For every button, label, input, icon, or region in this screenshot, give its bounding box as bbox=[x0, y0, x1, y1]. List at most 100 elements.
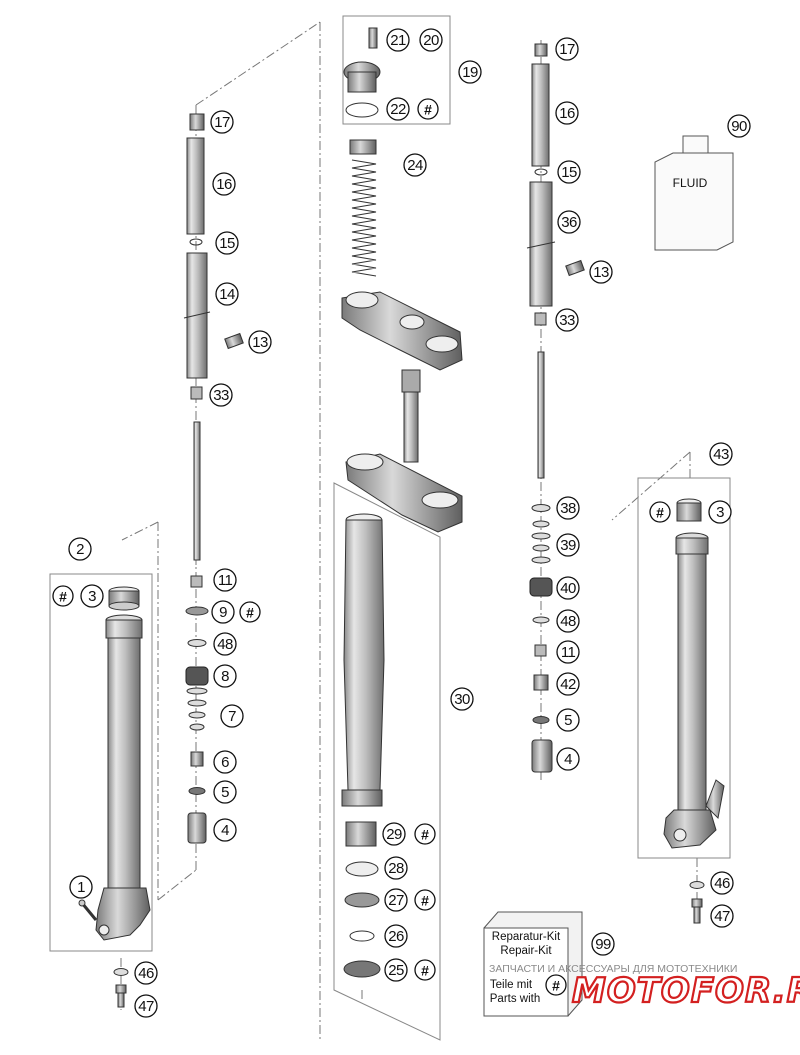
callout-26: 26 bbox=[384, 924, 408, 948]
callout-circle bbox=[213, 750, 237, 774]
callout-circle bbox=[556, 640, 580, 664]
hash-symbol: # bbox=[421, 893, 429, 909]
callout-39: 39 bbox=[556, 533, 580, 557]
frame-left-outer-tube bbox=[49, 573, 153, 952]
repair-kit-line4: Parts with bbox=[490, 993, 541, 1005]
callout-circle bbox=[555, 37, 579, 61]
callout-number: 15 bbox=[219, 235, 235, 252]
hash-callout: # bbox=[414, 959, 436, 981]
hash-circle bbox=[417, 98, 439, 120]
callout-circle bbox=[211, 600, 235, 624]
callout-13: 13 bbox=[589, 260, 613, 284]
callout-circle bbox=[384, 888, 408, 912]
fluid-label: FLUID bbox=[673, 176, 708, 190]
callout-number: 47 bbox=[714, 908, 730, 925]
callout-33: 33 bbox=[555, 308, 579, 332]
callout-number: 21 bbox=[390, 32, 406, 49]
callout-number: 33 bbox=[213, 387, 229, 404]
callout-number: 38 bbox=[560, 500, 576, 517]
hash-circle bbox=[545, 974, 567, 996]
callout-14: 14 bbox=[215, 282, 239, 306]
callout-number: 3 bbox=[88, 588, 96, 605]
callout-13: 13 bbox=[248, 330, 272, 354]
callout-circle bbox=[134, 961, 158, 985]
callout-number: 27 bbox=[388, 892, 404, 909]
fluid-bottle: FLUID bbox=[654, 135, 734, 251]
hash-callout: # bbox=[417, 98, 439, 120]
callout-29: 29 bbox=[382, 822, 406, 846]
callout-42: 42 bbox=[556, 672, 580, 696]
callout-circle bbox=[68, 537, 92, 561]
callout-number: 1 bbox=[77, 879, 85, 896]
callout-number: 25 bbox=[388, 962, 404, 979]
callout-9: 9 bbox=[211, 600, 235, 624]
callout-number: 33 bbox=[559, 312, 575, 329]
callout-number: 13 bbox=[593, 264, 609, 281]
callout-99: 99 bbox=[591, 932, 615, 956]
callout-circle bbox=[589, 260, 613, 284]
callout-circle bbox=[450, 687, 474, 711]
outer-tube-part bbox=[95, 614, 151, 941]
hash-symbol: # bbox=[656, 505, 664, 521]
callout-circle bbox=[384, 856, 408, 880]
callout-48: 48 bbox=[556, 609, 580, 633]
hash-callout: # bbox=[545, 974, 567, 996]
callout-4: 4 bbox=[213, 818, 237, 842]
left-fork-leg bbox=[78, 113, 244, 1008]
hash-symbol: # bbox=[246, 605, 254, 621]
callout-number: 43 bbox=[713, 446, 729, 463]
callout-circle bbox=[386, 97, 410, 121]
hash-circle bbox=[414, 823, 436, 845]
callout-46: 46 bbox=[710, 871, 734, 895]
callout-11: 11 bbox=[556, 640, 580, 664]
callout-circle bbox=[710, 904, 734, 928]
callout-46: 46 bbox=[134, 961, 158, 985]
callout-circle bbox=[215, 231, 239, 255]
callout-circle bbox=[727, 114, 751, 138]
watermark: ЗАПЧАСТИ И АКСЕССУАРЫ ДЛЯ МОТОТЕХНИКИ MO… bbox=[489, 963, 800, 1012]
hash-callout: # bbox=[414, 823, 436, 845]
callout-number: 26 bbox=[388, 928, 404, 945]
callout-circle bbox=[248, 330, 272, 354]
callout-5: 5 bbox=[213, 780, 237, 804]
callout-19: 19 bbox=[458, 60, 482, 84]
callout-7: 7 bbox=[220, 704, 244, 728]
callout-circle bbox=[215, 282, 239, 306]
callout-15: 15 bbox=[557, 160, 581, 184]
callout-47: 47 bbox=[710, 904, 734, 928]
callout-circle bbox=[556, 496, 580, 520]
callout-number: 29 bbox=[386, 826, 402, 843]
callout-circle bbox=[556, 533, 580, 557]
callout-47: 47 bbox=[134, 994, 158, 1018]
callout-number: 6 bbox=[221, 754, 229, 771]
bushing-part bbox=[108, 586, 140, 611]
screw-part bbox=[78, 899, 98, 921]
callout-circle bbox=[556, 747, 580, 771]
callout-20: 20 bbox=[419, 28, 443, 52]
callout-number: 11 bbox=[218, 572, 233, 589]
callout-21: 21 bbox=[386, 28, 410, 52]
callout-circle bbox=[403, 153, 427, 177]
hash-callout: # bbox=[649, 501, 671, 523]
callout-number: 5 bbox=[564, 712, 572, 729]
repair-kit-line1: Reparatur-Kit bbox=[492, 931, 561, 943]
callout-circle bbox=[556, 609, 580, 633]
callout-24: 24 bbox=[403, 153, 427, 177]
callout-number: 48 bbox=[560, 613, 576, 630]
frame-right-outer-tube bbox=[637, 477, 731, 859]
callout-2: 2 bbox=[68, 537, 92, 561]
callout-number: 99 bbox=[595, 936, 611, 953]
callout-circle bbox=[708, 500, 732, 524]
callout-circle bbox=[555, 308, 579, 332]
callout-circle bbox=[419, 28, 443, 52]
callout-circle bbox=[458, 60, 482, 84]
callout-number: 22 bbox=[390, 101, 406, 118]
callout-circle bbox=[386, 28, 410, 52]
callout-circle bbox=[69, 875, 93, 899]
callout-number: 15 bbox=[561, 164, 577, 181]
callout-circle bbox=[709, 442, 733, 466]
spring-part bbox=[351, 159, 377, 277]
hash-symbol: # bbox=[552, 978, 560, 994]
